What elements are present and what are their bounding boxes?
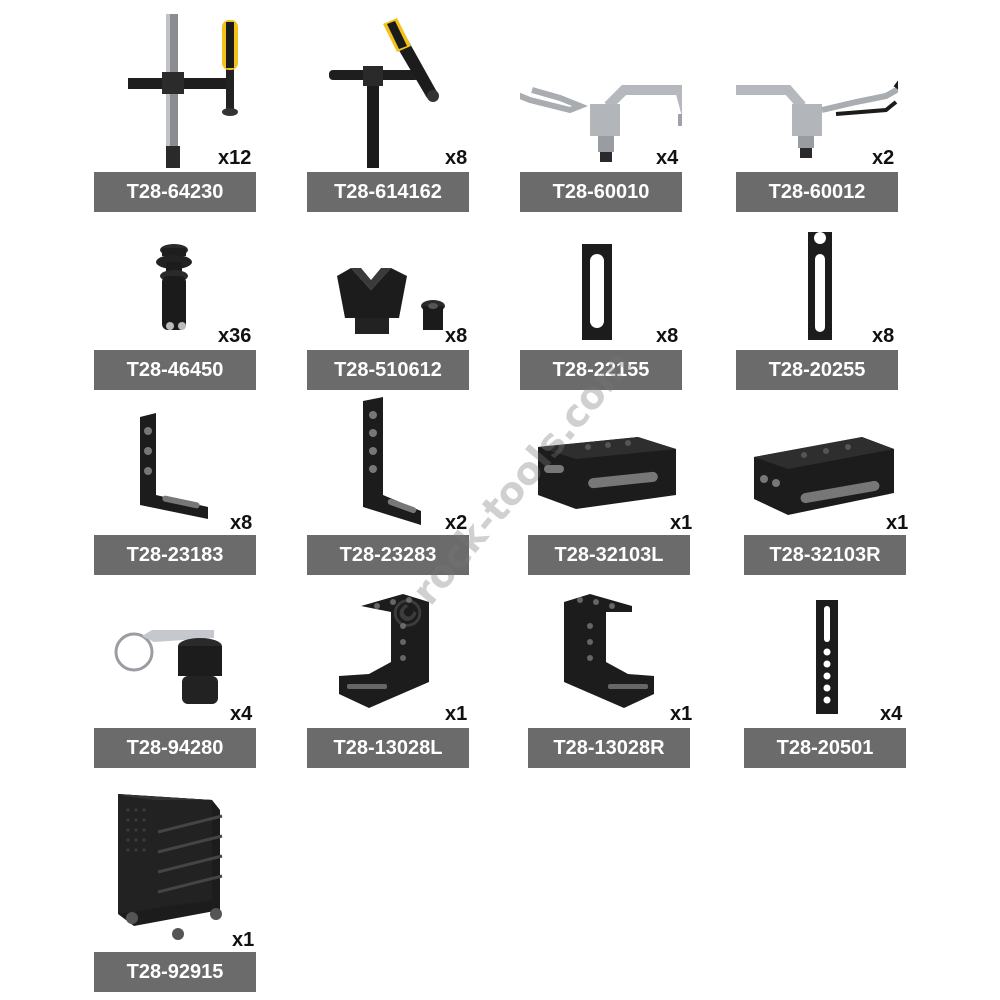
product-code: T28-60010 — [520, 172, 682, 212]
locking-plier-clamp-left-icon — [520, 85, 682, 162]
product-card: x12 T28-64230 — [94, 10, 256, 215]
product-code: T28-614162 — [307, 172, 469, 212]
slot-bar-short-icon — [582, 244, 612, 340]
product-code: T28-22155 — [520, 350, 682, 390]
product-code: T28-20501 — [744, 728, 906, 768]
quantity: x1 — [670, 703, 693, 725]
square-bracket-right-icon — [564, 594, 654, 708]
product-card: x1 T28-32103R — [744, 395, 909, 577]
quantity: x1 — [445, 703, 468, 725]
product-code: T28-13028R — [528, 728, 690, 768]
quantity: x1 — [670, 512, 693, 534]
tool-cart-icon — [118, 794, 223, 940]
product-code: T28-23183 — [94, 535, 256, 575]
perforated-bar-icon — [816, 600, 838, 714]
u-block-right-icon — [754, 437, 894, 515]
quantity: x4 — [230, 703, 253, 725]
product-code: T28-94280 — [94, 728, 256, 768]
product-card: x4 T28-94280 — [94, 590, 256, 770]
quantity: x1 — [232, 929, 255, 951]
product-card: x4 T28-60010 — [520, 10, 682, 215]
quantity: x12 — [218, 147, 252, 169]
angle-bracket-small-icon — [140, 413, 208, 519]
product-card: x36 T28-46450 — [94, 232, 256, 392]
quantity: x8 — [872, 325, 895, 347]
angle-bracket-large-icon — [363, 397, 421, 525]
product-code: T28-46450 — [94, 350, 256, 390]
quantity: x2 — [445, 512, 468, 534]
product-card: x4 T28-20501 — [744, 590, 906, 770]
product-card: x1 T28-13028R — [528, 590, 693, 770]
quantity: x4 — [656, 147, 679, 169]
slot-bar-long-icon — [808, 232, 832, 340]
u-block-left-icon — [538, 437, 676, 509]
product-card: x8 T28-20255 — [736, 232, 898, 392]
product-card: x8 T28-23183 — [94, 395, 256, 577]
product-code: T28-32103L — [528, 535, 690, 575]
product-code: T28-60012 — [736, 172, 898, 212]
quantity: x4 — [880, 703, 903, 725]
swivel-screw-clamp-icon — [128, 14, 238, 168]
product-code: T28-92915 — [94, 952, 256, 992]
quantity: x8 — [445, 147, 468, 169]
product-card: x1 T28-92915 — [94, 790, 256, 995]
product-code: T28-13028L — [307, 728, 469, 768]
quantity: x8 — [656, 325, 679, 347]
product-card: x2 T28-23283 — [307, 395, 469, 577]
locking-plier-clamp-right-icon — [736, 80, 898, 158]
quantity: x2 — [872, 147, 895, 169]
quantity: x36 — [218, 325, 252, 347]
quantity: x8 — [445, 325, 468, 347]
t-screw-clamp-icon — [329, 18, 439, 168]
product-code: T28-20255 — [736, 350, 898, 390]
square-bracket-left-icon — [339, 594, 429, 708]
ring-pin-bolt-icon — [114, 630, 222, 704]
v-block-icon — [337, 268, 445, 334]
product-card: x1 T28-32103L — [528, 395, 693, 577]
product-code: T28-23283 — [307, 535, 469, 575]
product-code: T28-510612 — [307, 350, 469, 390]
product-code: T28-32103R — [744, 535, 906, 575]
product-card: x2 T28-60012 — [736, 10, 898, 215]
quantity: x8 — [230, 512, 253, 534]
product-card: x1 T28-13028L — [307, 590, 469, 770]
product-card: x8 T28-614162 — [307, 10, 469, 215]
product-card: x8 T28-510612 — [307, 232, 469, 392]
product-card: x8 T28-22155 — [520, 232, 682, 392]
product-code: T28-64230 — [94, 172, 256, 212]
quick-bolt-icon — [156, 244, 192, 330]
quantity: x1 — [886, 512, 909, 534]
